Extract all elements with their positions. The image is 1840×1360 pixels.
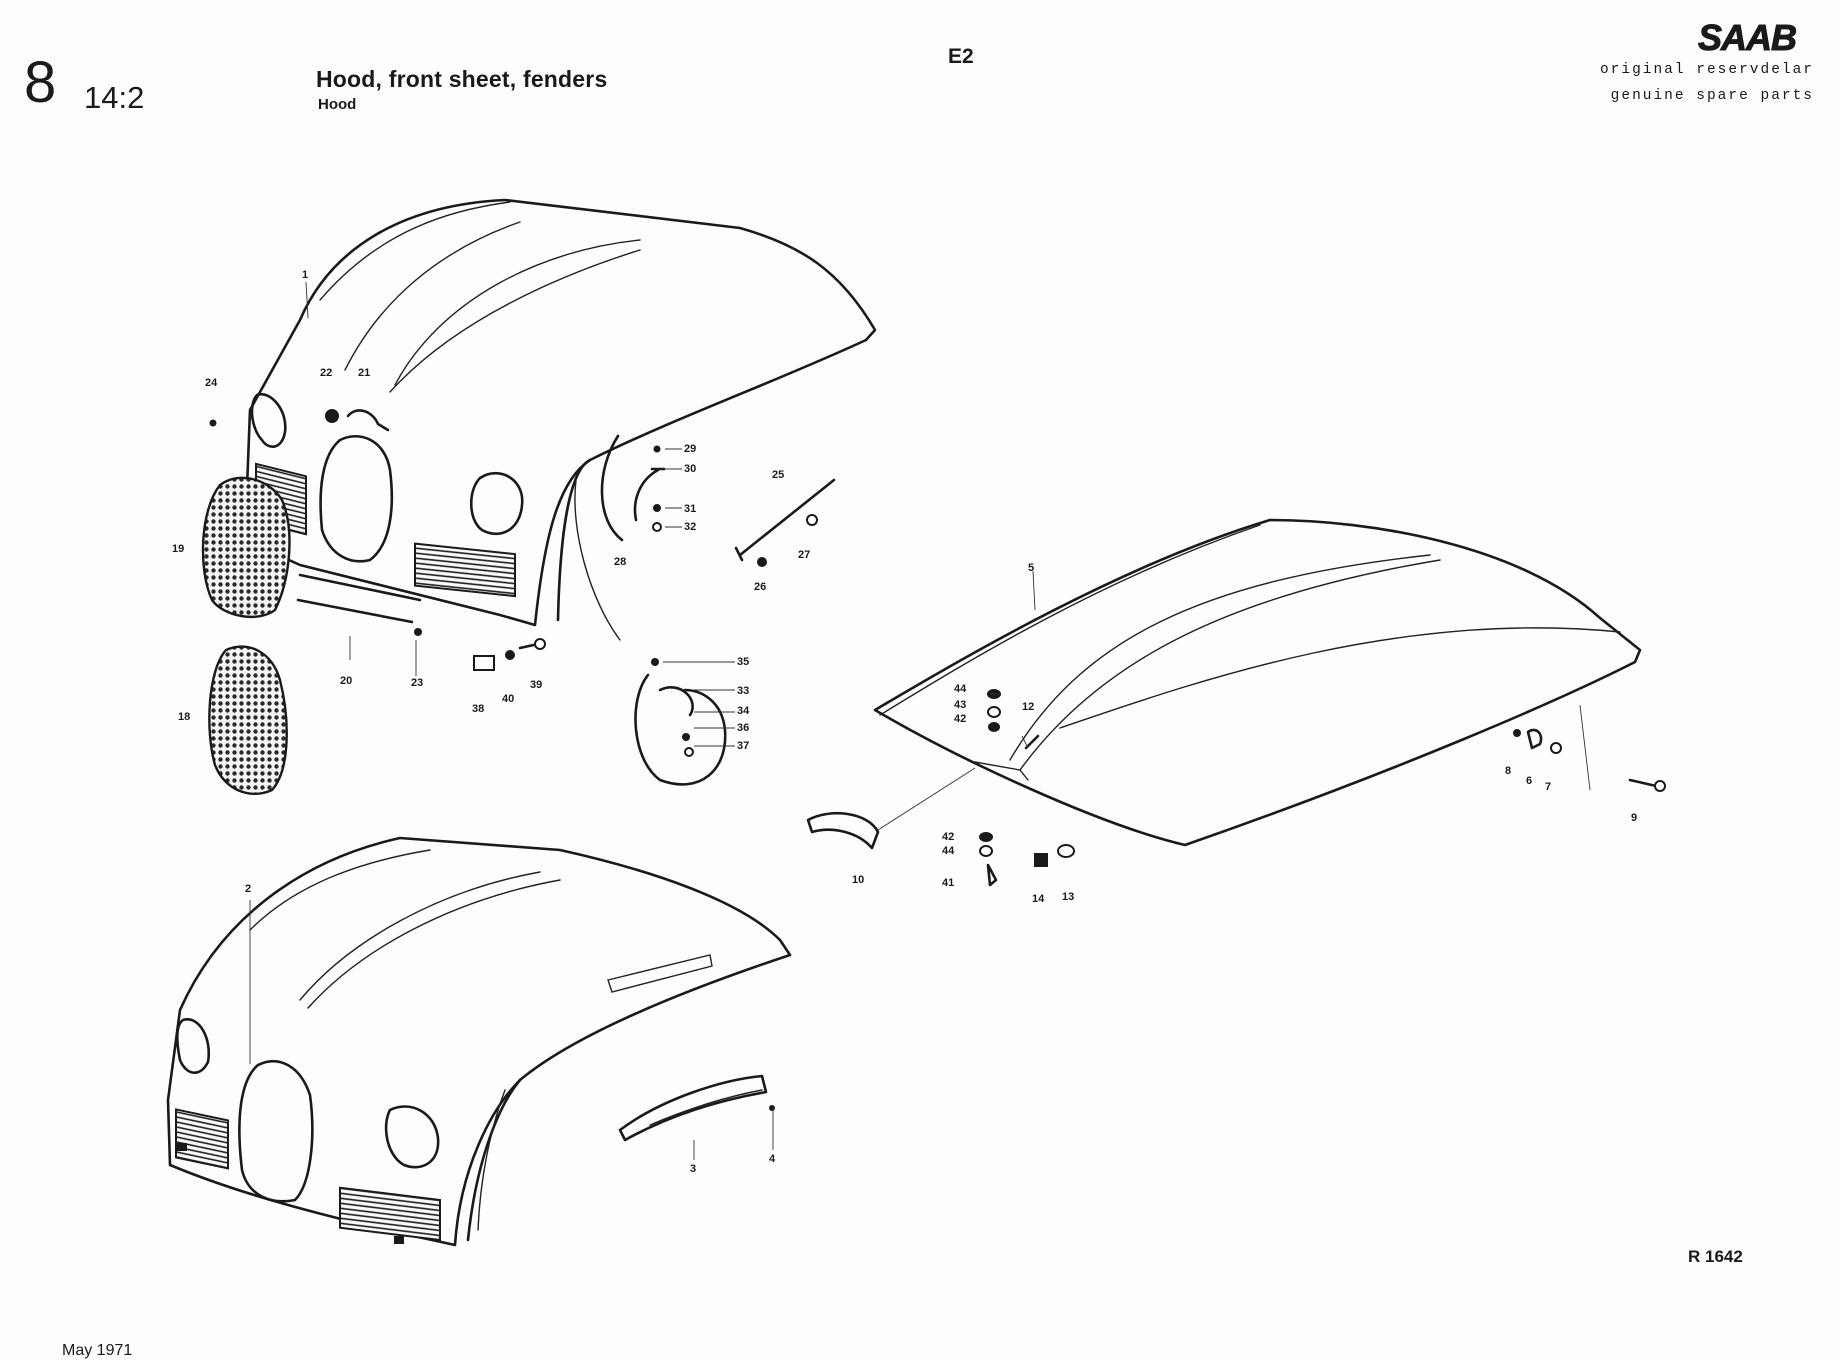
callout-6: 6 [1526, 775, 1532, 787]
callout-20: 20 [340, 675, 352, 687]
callout-40: 40 [502, 693, 514, 705]
callout-13: 13 [1062, 891, 1074, 903]
page-subtitle: Hood [318, 96, 357, 113]
front-sheet-lower-assembly [166, 836, 792, 1247]
callout-32: 32 [684, 521, 696, 533]
hood-assembly [806, 518, 1666, 887]
callout-3: 3 [690, 1163, 696, 1175]
grille-18 [208, 645, 288, 795]
callout-34: 34 [737, 705, 750, 717]
callout-35: 35 [737, 656, 749, 668]
callout-22: 22 [320, 367, 332, 379]
callout-27: 27 [798, 549, 810, 561]
callout-14: 14 [1032, 893, 1045, 905]
front-sheet-assembly [243, 198, 877, 641]
callout-39: 39 [530, 679, 542, 691]
callout-31: 31 [684, 503, 696, 515]
callout-9: 9 [1631, 812, 1637, 824]
callout-44a: 44 [954, 683, 967, 695]
callout-42b: 42 [942, 831, 954, 843]
callout-33: 33 [737, 685, 749, 697]
callout-leaders [249, 281, 1036, 1160]
grille-19 [201, 476, 291, 618]
publication-date: May 1971 [62, 1342, 133, 1359]
page-reference: 14:2 [84, 80, 145, 115]
callout-21: 21 [358, 367, 370, 379]
callout-44b: 44 [942, 845, 955, 857]
callout-19: 19 [172, 543, 184, 555]
saab-logo: SAAB [1697, 18, 1797, 56]
callout-labels: 1 2 3 4 5 6 7 8 9 10 12 13 14 18 19 20 2… [172, 269, 1637, 1175]
callout-24: 24 [205, 377, 218, 389]
callout-2: 2 [245, 883, 251, 895]
callout-29: 29 [684, 443, 696, 455]
reference-code: R 1642 [1688, 1247, 1743, 1266]
section-number: 8 [24, 50, 57, 115]
callout-38: 38 [472, 703, 484, 715]
callout-30: 30 [684, 463, 696, 475]
callout-10: 10 [852, 874, 864, 886]
callout-26: 26 [754, 581, 766, 593]
page-title: Hood, front sheet, fenders [316, 66, 608, 92]
callout-1: 1 [302, 269, 308, 281]
callout-7: 7 [1545, 781, 1551, 793]
callout-4: 4 [769, 1153, 776, 1165]
brand-line-english: genuine spare parts [1610, 88, 1814, 104]
callout-25: 25 [772, 469, 784, 481]
svg-text:SAAB: SAAB [1698, 18, 1796, 56]
brand-line-swedish: original reservdelar [1599, 62, 1814, 78]
small-parts-front [209, 409, 836, 786]
callout-8: 8 [1505, 765, 1511, 777]
callout-12: 12 [1022, 701, 1034, 713]
callout-18: 18 [178, 711, 190, 723]
callout-23: 23 [411, 677, 423, 689]
callout-37: 37 [737, 740, 749, 752]
callout-5: 5 [1028, 562, 1034, 574]
callout-43: 43 [954, 699, 966, 711]
callout-36: 36 [737, 722, 749, 734]
callout-28: 28 [614, 556, 626, 568]
callout-41: 41 [942, 877, 954, 889]
page-code: E2 [948, 45, 974, 68]
callout-42a: 42 [954, 713, 966, 725]
